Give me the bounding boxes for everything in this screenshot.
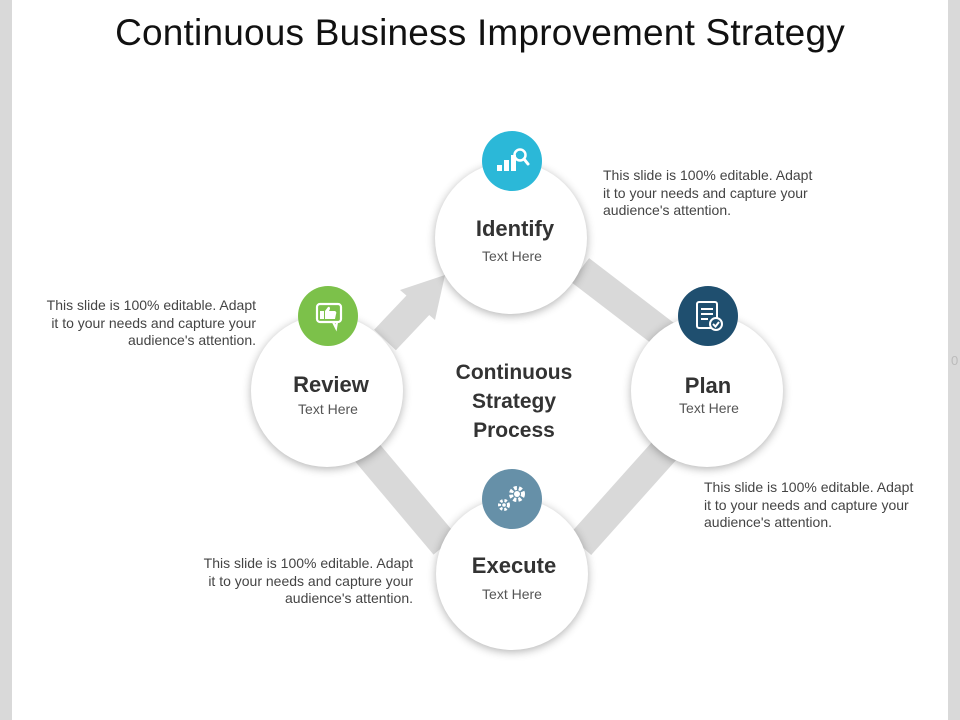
center-label-line: Process [473, 419, 555, 442]
note-line: it to your needs and capture your [603, 184, 808, 201]
note-line: This slide is 100% editable. Adapt [203, 555, 413, 571]
center-label-line: Strategy [471, 390, 557, 413]
note-line: This slide is 100% editable. Adapt [603, 167, 813, 183]
connector-review-identify [374, 292, 431, 351]
plan-title: Plan [684, 373, 732, 398]
thumbs-up-chat-icon [298, 286, 358, 346]
connector-execute-review [353, 440, 457, 555]
note-line: it to your needs and capture your [208, 572, 413, 589]
slide-title: Continuous Business Improvement Strategy [115, 12, 845, 53]
review-note: This slide is 100% editable. Adapt it to… [26, 297, 256, 350]
gears-icon [482, 469, 542, 529]
note-line: This slide is 100% editable. Adapt [46, 297, 256, 313]
plan-note: This slide is 100% editable. Adapt it to… [704, 479, 934, 532]
note-line: audience's attention. [285, 590, 413, 606]
note-line: audience's attention. [128, 332, 256, 348]
center-label-line: Continuous [455, 361, 573, 384]
execute-subtext: Text Here [482, 586, 542, 602]
document-check-icon [678, 286, 738, 346]
center-process-label: Continuous Strategy Process [424, 358, 604, 445]
connector-plan-execute [568, 439, 677, 556]
note-line: it to your needs and capture your [704, 496, 909, 513]
connector-arrowhead [400, 275, 445, 320]
execute-note: This slide is 100% editable. Adapt it to… [183, 555, 413, 608]
execute-title: Execute [471, 553, 557, 578]
edge-mark: 0 [951, 353, 959, 368]
connector-identify-plan [570, 258, 675, 347]
bar-chart-search-icon [482, 131, 542, 191]
review-subtext: Text Here [298, 401, 358, 417]
identify-title: Identify [475, 216, 555, 241]
identify-note: This slide is 100% editable. Adapt it to… [603, 167, 833, 220]
note-line: audience's attention. [704, 514, 832, 530]
note-line: audience's attention. [603, 202, 731, 218]
identify-subtext: Text Here [482, 248, 542, 264]
note-line: This slide is 100% editable. Adapt [704, 479, 914, 495]
note-line: it to your needs and capture your [51, 314, 256, 331]
plan-subtext: Text Here [679, 400, 739, 416]
review-title: Review [293, 372, 369, 397]
